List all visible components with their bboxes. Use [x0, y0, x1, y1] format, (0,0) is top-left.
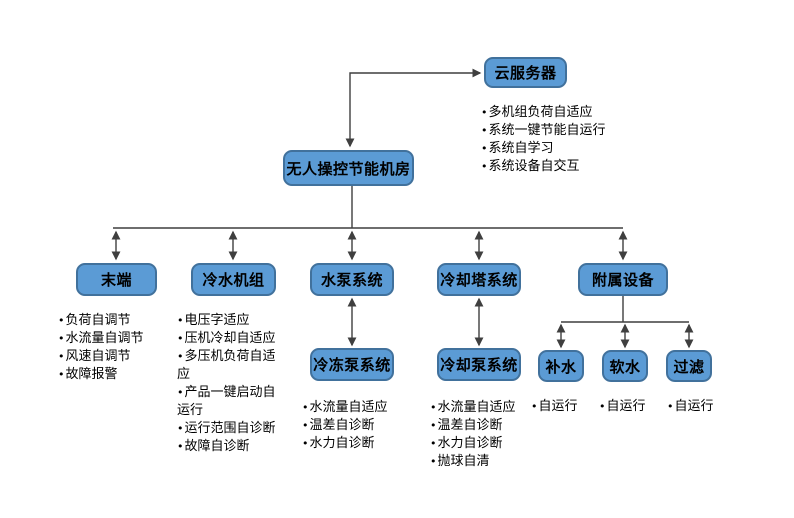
node-label: 冷水机组	[202, 271, 265, 289]
bullet-item: 多压机负荷自适应	[177, 348, 279, 384]
cooling-pump-bullet-list: 水流量自适应 温差自诊断 水力自诊断 抛球自清	[430, 399, 540, 471]
node-pump-system: 水泵系统	[310, 263, 394, 296]
bullet-item: 压机冷却自适应	[177, 330, 279, 348]
bullet-item: 自运行	[599, 398, 659, 416]
node-cooling-tower-system: 冷却塔系统	[437, 263, 521, 296]
node-terminal: 末端	[76, 263, 157, 296]
bullet-item: 系统自学习	[481, 140, 613, 158]
node-label: 无人操控节能机房	[286, 159, 411, 178]
node-label: 软水	[609, 357, 641, 376]
bullet-item: 风速自调节	[58, 348, 170, 366]
bullet-item: 水力自诊断	[302, 435, 412, 453]
bullet-item: 故障自诊断	[177, 438, 279, 456]
bullet-item: 水力自诊断	[430, 435, 540, 453]
node-label: 补水	[545, 357, 577, 376]
node-filter: 过滤	[666, 350, 712, 382]
node-label: 冷却泵系统	[440, 356, 518, 374]
node-soft-water: 软水	[602, 350, 648, 382]
bullet-item: 故障报警	[58, 366, 170, 384]
node-label: 附属设备	[591, 271, 654, 289]
bullet-item: 系统设备自交互	[481, 158, 613, 176]
node-auxiliary-equipment: 附属设备	[578, 263, 668, 296]
node-label: 末端	[100, 271, 132, 289]
node-cloud-server: 云服务器	[484, 57, 567, 88]
makeup-water-bullet-list: 自运行	[531, 398, 591, 416]
cloud-server-bullet-list: 多机组负荷自适应 系统一键节能自运行 系统自学习 系统设备自交互	[481, 104, 613, 176]
filter-bullet-list: 自运行	[667, 398, 727, 416]
bullet-item: 电压字适应	[177, 312, 279, 330]
chilled-pump-bullet-list: 水流量自适应 温差自诊断 水力自诊断	[302, 399, 412, 453]
bullet-item: 温差自诊断	[430, 417, 540, 435]
node-chilled-pump-system: 冷冻泵系统	[310, 348, 394, 381]
bullet-item: 水流量自适应	[302, 399, 412, 417]
bullet-item: 产品一键启动自运行	[177, 384, 279, 420]
node-chiller-unit: 冷水机组	[191, 263, 276, 296]
node-label: 冷冻泵系统	[313, 356, 391, 374]
node-label: 云服务器	[494, 64, 557, 82]
soft-water-bullet-list: 自运行	[599, 398, 659, 416]
bullet-item: 系统一键节能自运行	[481, 122, 613, 140]
bullet-item: 运行范围自诊断	[177, 420, 279, 438]
node-makeup-water: 补水	[538, 350, 584, 382]
bullet-item: 水流量自适应	[430, 399, 540, 417]
bullet-item: 自运行	[531, 398, 591, 416]
bullet-item: 温差自诊断	[302, 417, 412, 435]
bullet-item: 负荷自调节	[58, 312, 170, 330]
bullet-item: 水流量自调节	[58, 330, 170, 348]
bullet-item: 自运行	[667, 398, 727, 416]
node-label: 水泵系统	[320, 271, 383, 289]
node-label: 过滤	[673, 357, 705, 376]
bullet-item: 多机组负荷自适应	[481, 104, 613, 122]
bullet-item: 抛球自清	[430, 453, 540, 471]
node-cooling-pump-system: 冷却泵系统	[437, 348, 521, 381]
connector-main-to-cloud	[345, 68, 482, 148]
node-main-room: 无人操控节能机房	[283, 150, 414, 186]
terminal-bullet-list: 负荷自调节 水流量自调节 风速自调节 故障报警	[58, 312, 170, 384]
chiller-unit-bullet-list: 电压字适应 压机冷却自适应 多压机负荷自适应 产品一键启动自运行 运行范围自诊断…	[177, 312, 279, 456]
node-label: 冷却塔系统	[440, 271, 518, 289]
